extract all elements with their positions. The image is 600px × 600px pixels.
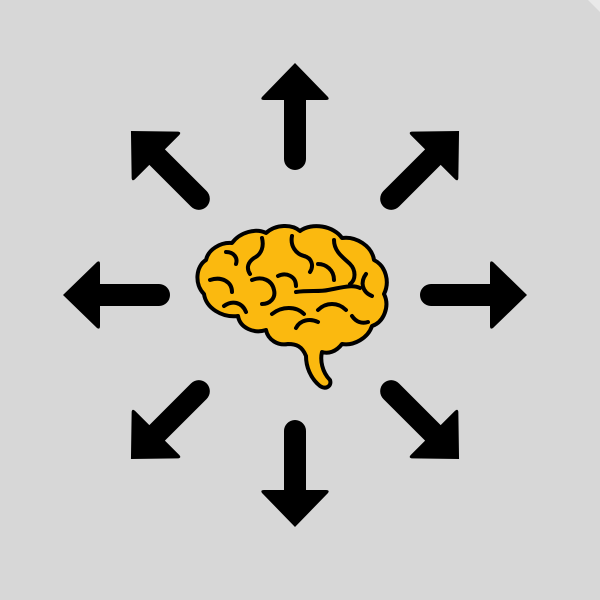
brain-icon xyxy=(195,224,389,390)
page-curl-corner xyxy=(588,0,600,12)
